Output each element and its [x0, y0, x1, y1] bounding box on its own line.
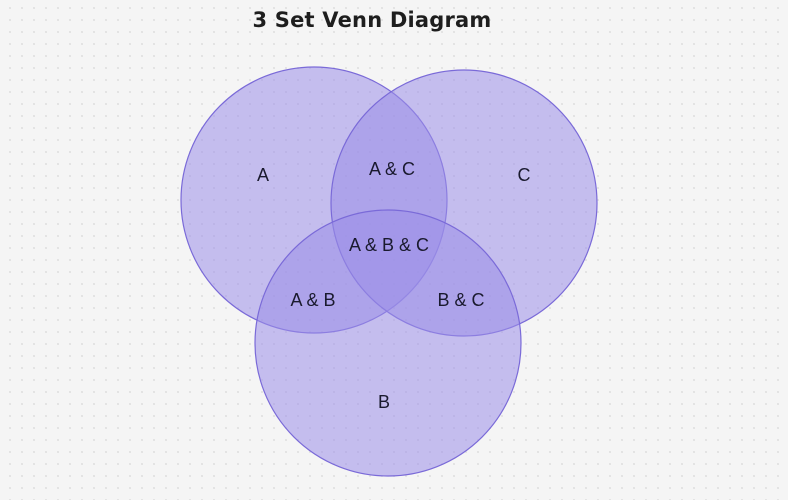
region-label-a-b: A & B: [290, 290, 335, 310]
region-label-c: C: [518, 165, 531, 185]
region-label-b: B: [378, 392, 390, 412]
set-b-circle[interactable]: [254, 209, 522, 477]
diagram-title: 3 Set Venn Diagram: [252, 8, 492, 32]
region-label-a-b-c: A & B & C: [349, 235, 429, 255]
region-label-a-c: A & C: [369, 159, 415, 179]
region-label-a: A: [257, 165, 269, 185]
region-label-b-c: B & C: [437, 290, 484, 310]
